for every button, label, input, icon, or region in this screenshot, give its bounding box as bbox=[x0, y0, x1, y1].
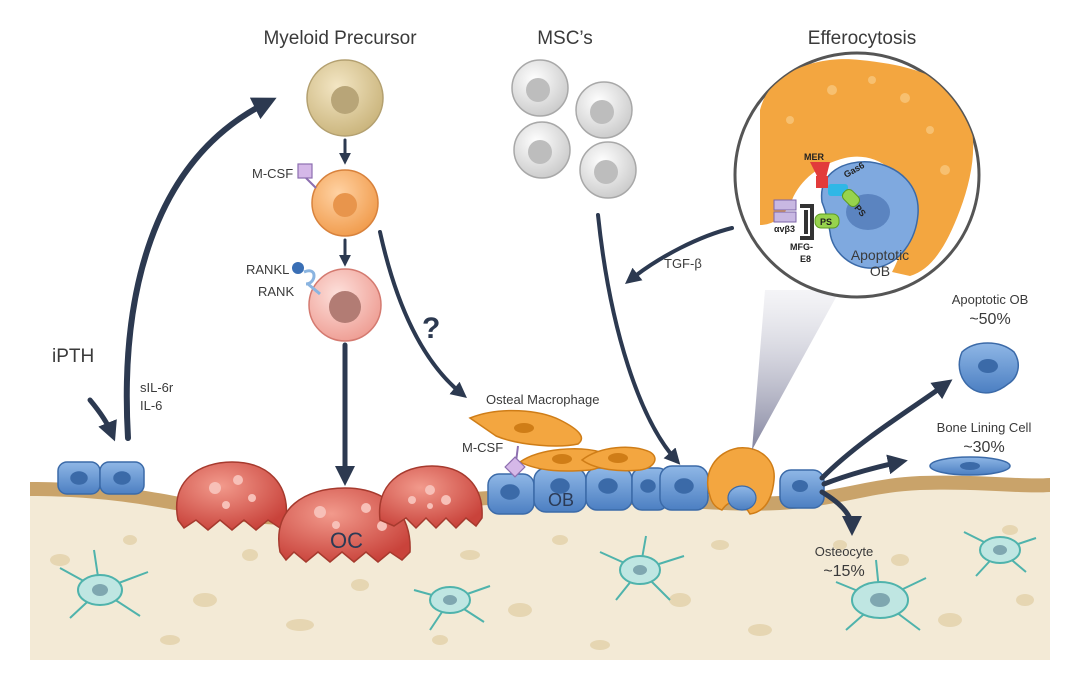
osteocyte-cell bbox=[413, 585, 491, 631]
osteal-macrophages bbox=[468, 409, 656, 472]
arrow-tgf-beta bbox=[625, 226, 734, 284]
osteoclast-cell bbox=[378, 465, 483, 530]
lining-cells-left bbox=[57, 461, 145, 495]
label-osteal-macrophage: Osteal Macrophage bbox=[486, 392, 599, 407]
label-ob: OB bbox=[548, 490, 574, 510]
label-bone-lining-cell: Bone Lining Cell bbox=[937, 420, 1032, 435]
label-mfg-e8-line2: E8 bbox=[800, 254, 811, 264]
label-apoptotic-ob: Apoptotic OB bbox=[952, 292, 1029, 307]
label-oc: OC bbox=[330, 528, 363, 553]
mer-receptor bbox=[810, 162, 830, 188]
osteocyte-cell bbox=[599, 535, 685, 601]
label-il6: IL-6 bbox=[140, 398, 162, 413]
mcsf-bottom-ligand bbox=[504, 445, 526, 478]
arrow-to-apoptotic bbox=[819, 379, 953, 481]
ps-lower bbox=[814, 213, 840, 229]
efferocytosis-inset bbox=[733, 51, 981, 299]
bone-pores bbox=[50, 525, 1034, 650]
label-mfg-e8-line1: MFG- bbox=[790, 242, 813, 252]
labels: Myeloid Precursor MSC’s Efferocytosis M-… bbox=[52, 28, 1031, 580]
mfg-e8-molecule bbox=[800, 204, 814, 240]
label-mcsf-top: M-CSF bbox=[252, 166, 293, 181]
osteocytes-in-bone bbox=[59, 531, 1037, 631]
label-rankl: RANKL bbox=[246, 262, 289, 277]
label-sil6r: sIL-6r bbox=[140, 380, 174, 395]
arrow-msc-to-ob bbox=[596, 213, 681, 465]
label-bone-lining-pct: ~30% bbox=[963, 439, 1004, 456]
arrows bbox=[87, 97, 953, 536]
label-ps-lower: PS bbox=[820, 217, 832, 227]
arrow-to-osteocyte bbox=[819, 489, 862, 536]
label-efferocytosis: Efferocytosis bbox=[808, 28, 916, 49]
label-osteocyte-pct: ~15% bbox=[823, 563, 864, 580]
label-mscs: MSC’s bbox=[537, 28, 593, 49]
arrow-to-macrophage bbox=[378, 230, 467, 399]
arrow-ipth-down bbox=[87, 397, 117, 442]
label-tgf-beta: TGF-β bbox=[664, 256, 702, 271]
osteocyte-cell bbox=[59, 549, 149, 619]
label-mcsf-bottom: M-CSF bbox=[462, 440, 503, 455]
osteocyte-cell bbox=[963, 531, 1037, 577]
osteoclast-cell bbox=[175, 461, 288, 531]
osteoblast-row bbox=[487, 465, 709, 515]
label-ipth: iPTH bbox=[52, 346, 94, 367]
label-question: ? bbox=[422, 312, 440, 345]
integrin-receptor bbox=[773, 199, 797, 223]
ps-upper bbox=[841, 188, 861, 208]
label-mer: MER bbox=[804, 152, 825, 162]
msc-cluster bbox=[511, 59, 637, 199]
label-inset-apoptotic: Apoptotic bbox=[851, 247, 909, 263]
arrow-to-lining bbox=[821, 454, 908, 487]
preosteoclast-cell bbox=[308, 268, 382, 342]
arrow-iptH-up bbox=[123, 97, 277, 441]
efferocytosing-macrophage bbox=[707, 447, 775, 515]
mcsf-receptor-top bbox=[297, 163, 317, 189]
osteocyte-cell bbox=[835, 559, 927, 631]
myeloid-precursor-cell bbox=[306, 59, 384, 137]
apoptotic-ob-cell bbox=[958, 342, 1020, 394]
bone-lining-cell bbox=[929, 456, 1011, 476]
zoom-cone bbox=[752, 290, 840, 450]
rankl-rank-binding bbox=[292, 262, 321, 296]
label-integrin: αvβ3 bbox=[774, 224, 795, 234]
osteoclasts bbox=[175, 461, 483, 563]
label-apoptotic-ob-pct: ~50% bbox=[969, 311, 1010, 328]
osteoblast-right bbox=[779, 469, 825, 509]
monocyte-cell bbox=[311, 169, 379, 237]
label-myeloid-precursor: Myeloid Precursor bbox=[263, 28, 417, 49]
label-inset-ob: OB bbox=[870, 263, 890, 279]
label-rank: RANK bbox=[258, 284, 294, 299]
label-osteocyte: Osteocyte bbox=[815, 544, 874, 559]
